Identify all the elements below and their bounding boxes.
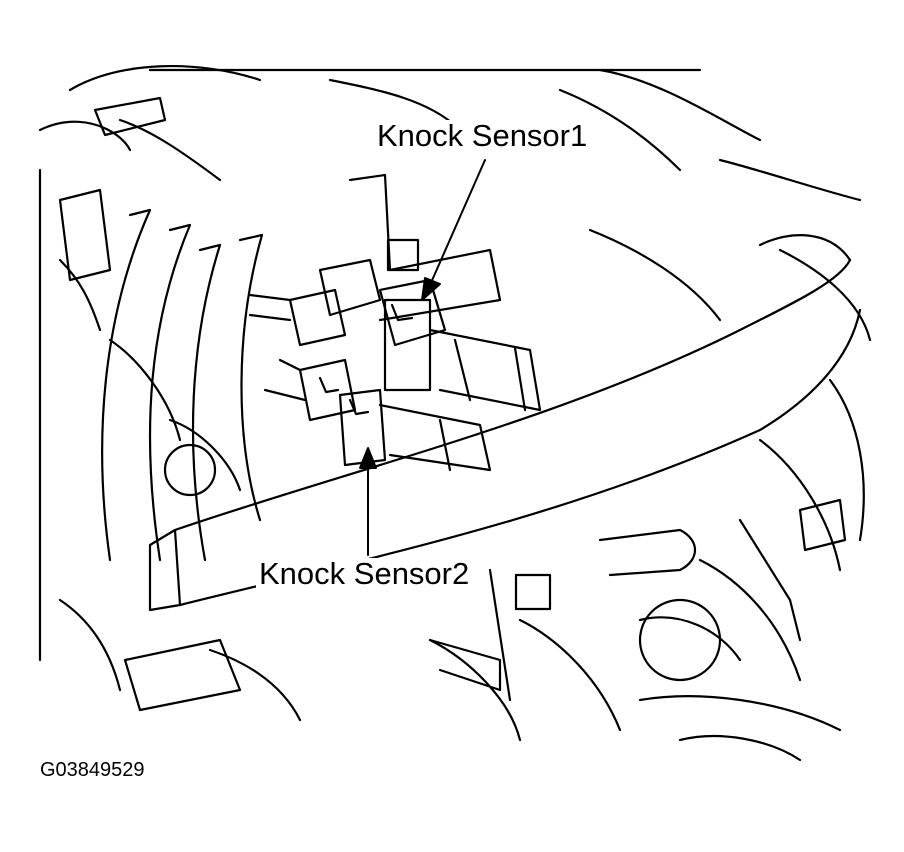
knock-sensor-2-connector: [263, 358, 492, 472]
engine-background: [38, 64, 872, 762]
main-hose: [148, 234, 862, 612]
lower-components: [123, 443, 847, 712]
callout-leaders: [359, 159, 486, 556]
ks1-leader-line: [429, 159, 486, 286]
ks2-arrowhead: [359, 447, 377, 469]
knock-sensor-2-label: Knock Sensor2: [256, 558, 473, 589]
knock-sensor-1-label: Knock Sensor1: [374, 120, 591, 151]
vacuum-tubes: [58, 96, 264, 562]
figure-code: G03849529: [40, 759, 145, 781]
knock-sensor-1-connector: [248, 258, 542, 412]
mounting-bracket: [348, 173, 552, 702]
ks1-arrowhead: [421, 277, 441, 301]
